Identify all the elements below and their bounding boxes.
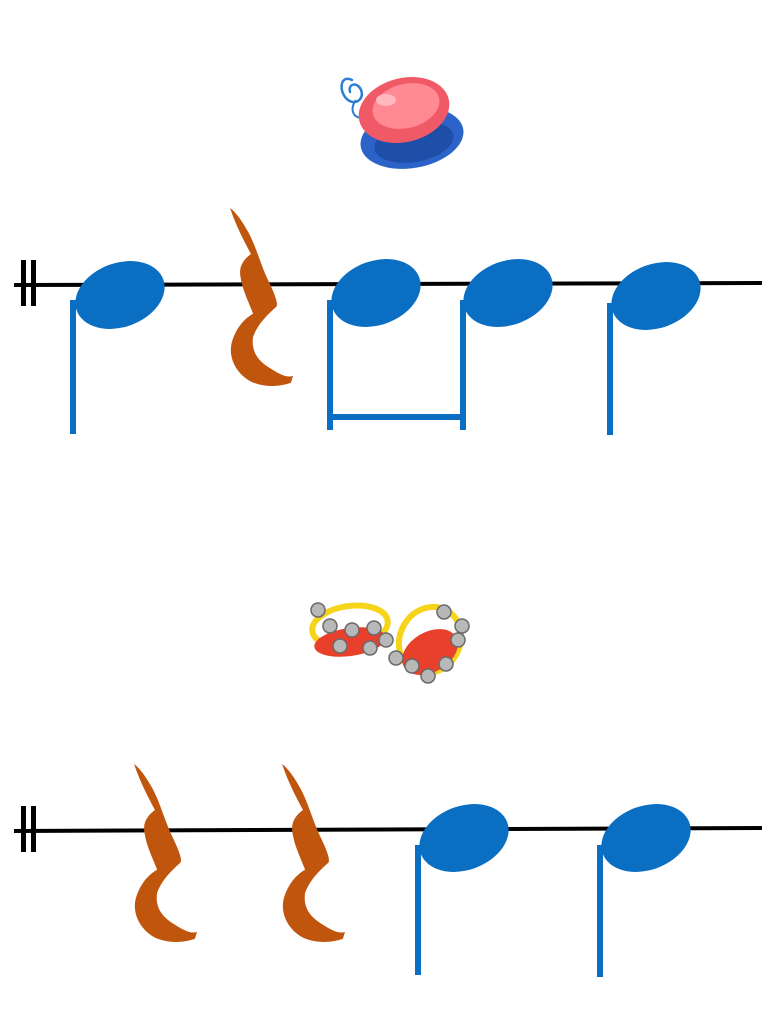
rhythm-row-1 <box>13 77 763 435</box>
quarter-note <box>597 804 691 977</box>
double-bar-left <box>21 260 26 306</box>
eighth-note-pair <box>327 259 553 430</box>
quarter-note <box>415 804 509 975</box>
rhythm-row-2 <box>13 602 763 977</box>
double-bar-left <box>21 806 26 852</box>
quarter-rest <box>230 208 293 387</box>
jingle-bells-icon <box>309 602 470 684</box>
quarter-rest <box>134 764 197 943</box>
double-bar-right <box>31 806 36 852</box>
double-bar-right <box>31 260 36 306</box>
quarter-note <box>70 261 165 434</box>
quarter-rest <box>282 764 345 943</box>
castanets-icon <box>340 77 464 169</box>
quarter-note <box>607 262 701 435</box>
